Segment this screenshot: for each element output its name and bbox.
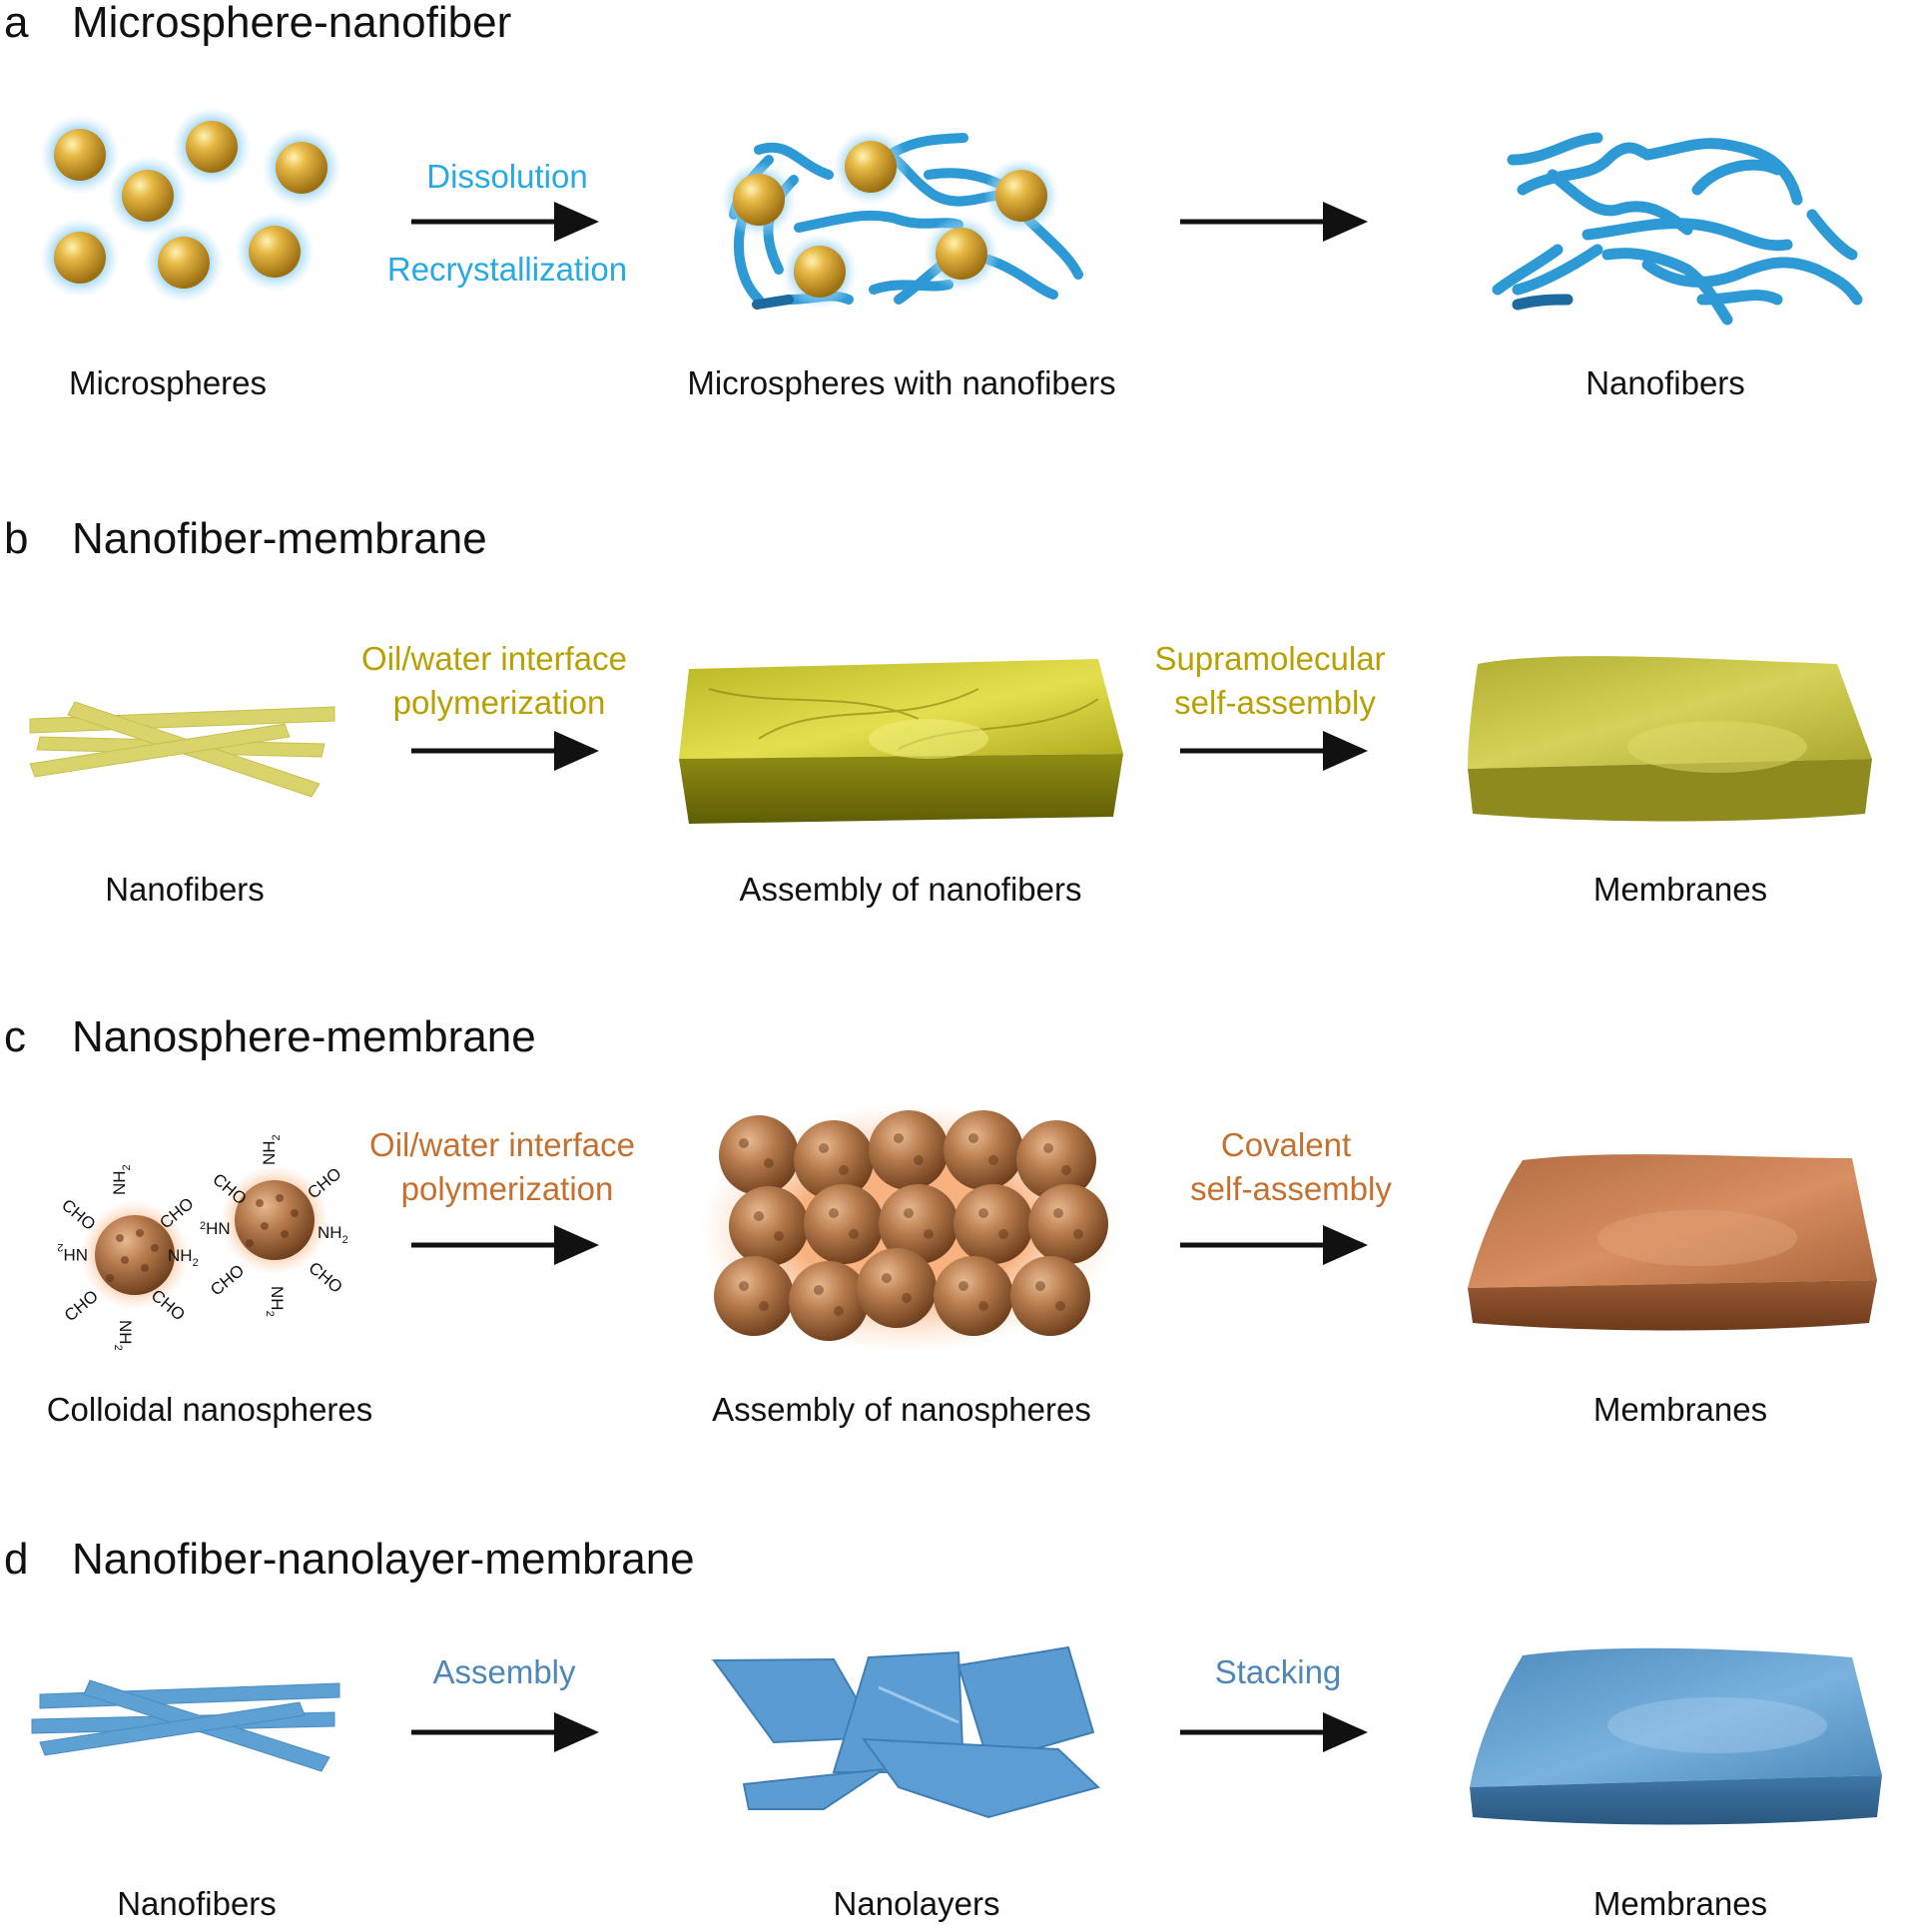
nanofiber-strips-yellow <box>29 701 335 798</box>
caption-microspheres-with-nanofibers: Microspheres with nanofibers <box>687 364 1116 401</box>
amine-label: 2HN <box>200 1219 231 1238</box>
step-label-recrystallization: Recrystallization <box>386 251 628 288</box>
amine-label: NH2 <box>112 1320 135 1351</box>
caption-microspheres: Microspheres <box>68 364 268 401</box>
membrane-blue <box>1470 1647 1882 1825</box>
aldehyde-label: CHO <box>207 1261 248 1300</box>
step-label-supramolecular: Supramolecular <box>1154 640 1386 677</box>
microspheres-illustration <box>40 107 341 303</box>
caption-nanofibers: Nanofibers <box>1586 364 1745 401</box>
step-label-polymerization: polymerization <box>400 1170 614 1207</box>
caption-nanolayers: Nanolayers <box>833 1885 1000 1922</box>
amine-label: NH2 <box>168 1246 199 1269</box>
caption-colloidal-nanospheres: Colloidal nanospheres <box>46 1391 373 1428</box>
step-label-assembly: Assembly <box>432 1653 576 1690</box>
process-arrows <box>411 202 1368 1752</box>
amine-label: NH2 <box>264 1286 287 1317</box>
caption-assembly-of-nanofibers: Assembly of nanofibers <box>739 871 1082 908</box>
panel-title-a: Microsphere-nanofiber <box>72 0 512 47</box>
panel-letter-b: b <box>4 514 29 563</box>
step-label-stacking: Stacking <box>1214 1653 1342 1690</box>
amine-label: NH2 <box>110 1164 133 1195</box>
microspheres-with-nanofibers-illustration <box>721 129 1083 310</box>
membrane-yellow <box>1468 656 1872 822</box>
step-label-self-assembly: self-assembly <box>1190 1170 1392 1207</box>
step-label-covalent: Covalent <box>1220 1126 1352 1163</box>
step-label-dissolution: Dissolution <box>426 158 588 195</box>
panel-letter-d: d <box>4 1535 29 1584</box>
step-label-oil-water-interface: Oil/water interface <box>369 1126 635 1163</box>
panel-title-b: Nanofiber-membrane <box>72 514 487 563</box>
amine-label: NH2 <box>260 1134 283 1165</box>
caption-membranes: Membranes <box>1592 1885 1768 1922</box>
nanofiber-strips-blue <box>31 1679 340 1772</box>
aldehyde-label: CHO <box>305 1258 345 1297</box>
assembly-of-nanofibers-slab <box>679 659 1123 824</box>
panel-title-c: Nanosphere-membrane <box>72 1012 536 1061</box>
panel-title-d: Nanofiber-nanolayer-membrane <box>72 1535 695 1584</box>
panel-letter-c: c <box>4 1012 26 1061</box>
aldehyde-label: CHO <box>304 1164 344 1203</box>
nanolayers-illustration <box>712 1645 1100 1819</box>
caption-membranes: Membranes <box>1592 871 1768 908</box>
amine-label: NH2 <box>318 1223 348 1246</box>
caption-nanofibers: Nanofibers <box>105 871 265 908</box>
assembly-of-nanospheres-illustration <box>699 1103 1118 1353</box>
step-label-oil-water-interface: Oil/water interface <box>361 640 627 677</box>
caption-membranes: Membranes <box>1592 1391 1768 1428</box>
step-label-polymerization: polymerization <box>392 684 606 721</box>
nanofibers-blue-illustration <box>1492 132 1863 325</box>
step-label-self-assembly: self-assembly <box>1174 684 1376 721</box>
caption-assembly-of-nanospheres: Assembly of nanospheres <box>712 1391 1091 1428</box>
aldehyde-label: CHO <box>148 1286 189 1325</box>
panel-letter-a: a <box>4 0 29 47</box>
colloidal-nanospheres-illustration <box>80 1165 329 1310</box>
membrane-orange <box>1468 1154 1877 1331</box>
amine-label: NH2 <box>57 1241 88 1264</box>
caption-nanofibers: Nanofibers <box>117 1885 277 1922</box>
